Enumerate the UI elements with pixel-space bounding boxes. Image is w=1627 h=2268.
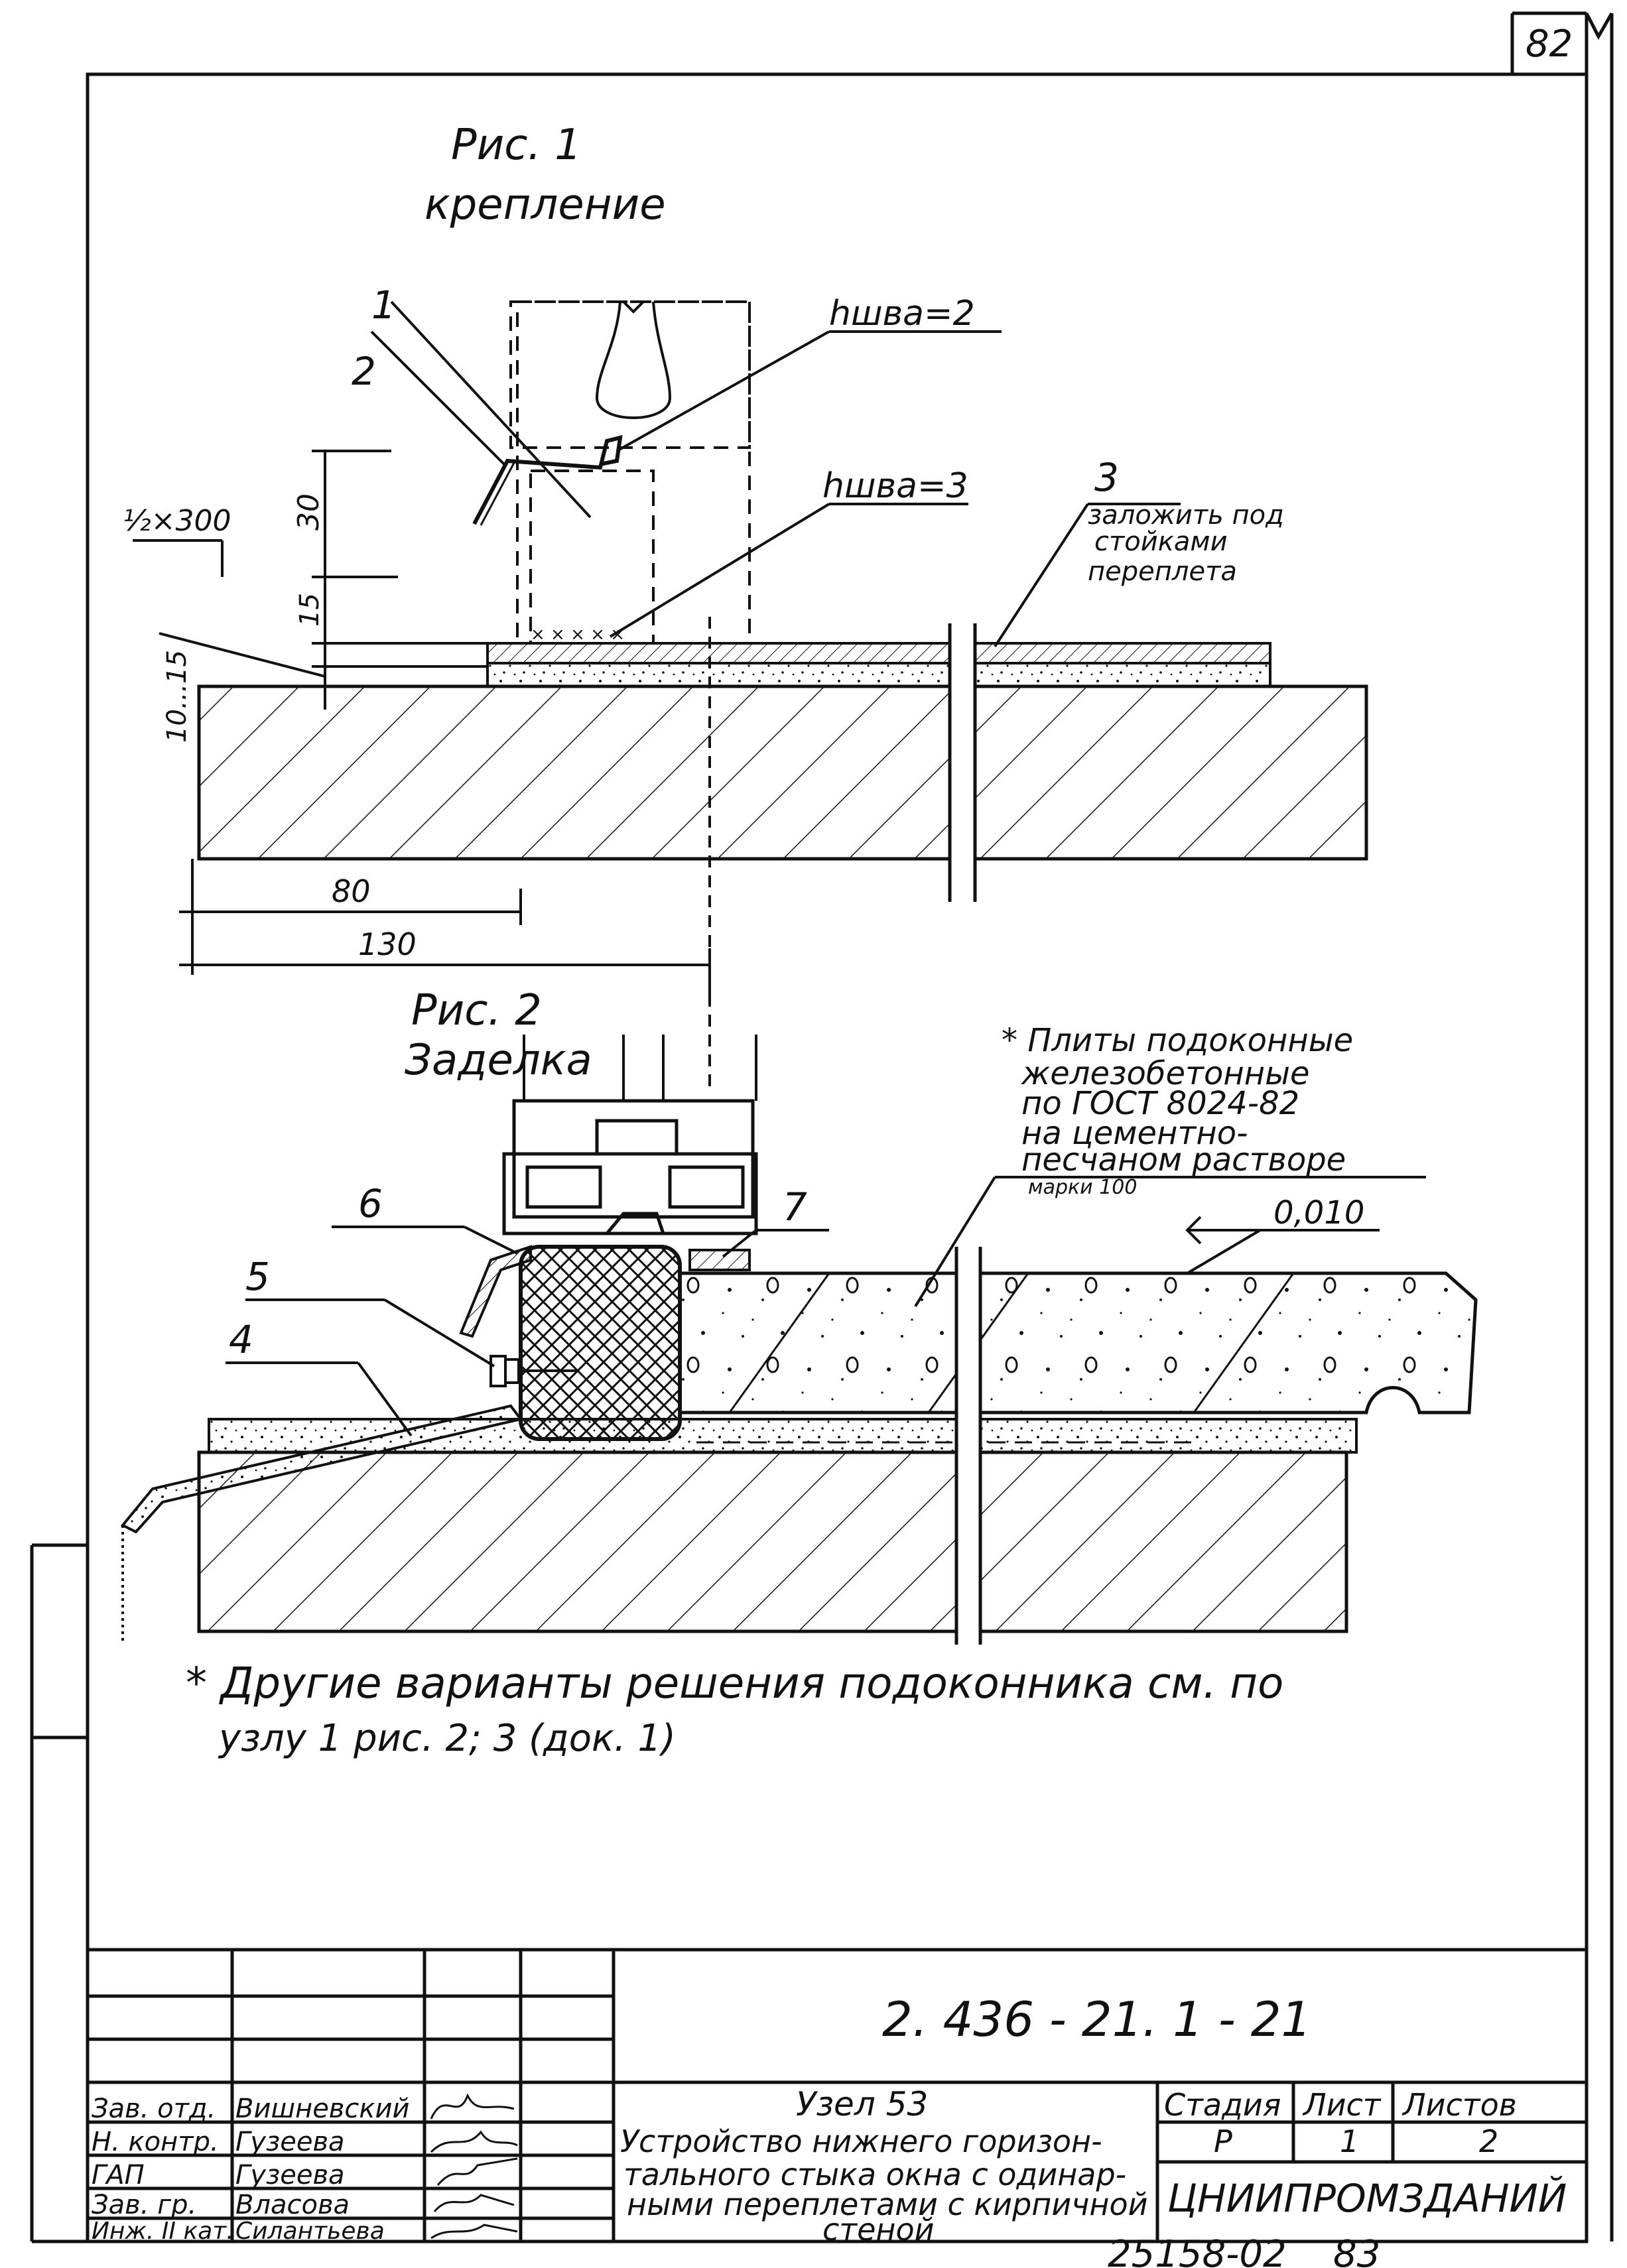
fig2-note-line5: песчаном растворе: [1021, 1141, 1346, 1178]
sill-plate: [486, 642, 1271, 664]
stage-value: Р: [1214, 2123, 1232, 2159]
fig1-dim-300: ½×300: [123, 504, 231, 538]
fig1-note3-line3: переплета: [1088, 556, 1237, 587]
role-1: Зав. отд.: [92, 2094, 216, 2124]
desc-line4: стеной: [822, 2212, 935, 2247]
fig2-subtitle: Заделка: [405, 1036, 592, 1085]
role-3: ГАП: [92, 2160, 145, 2190]
mortar-bed: [486, 662, 1271, 688]
page-number-top: 82: [1526, 23, 1573, 66]
fig2-note-line2: железобетонные: [1021, 1055, 1310, 1092]
name-5: Силантьева: [235, 2218, 385, 2245]
sheets-header: Листов: [1401, 2087, 1517, 2123]
fig1-dim-15: 15: [294, 593, 325, 627]
signatures: [430, 2093, 518, 2239]
page-number-bottom: 25158-02: [1108, 2233, 1287, 2268]
fig1-dim-30: 30: [292, 493, 326, 531]
sheet-value: 1: [1340, 2123, 1359, 2159]
fig1-title: Рис. 1: [451, 121, 582, 170]
name-1: Вишневский: [235, 2094, 410, 2124]
fig2-title: Рис. 2: [411, 986, 542, 1035]
title-block-text: 2. 436 - 21. 1 - 21 Узел 53 Устройство н…: [92, 1991, 1567, 2247]
brick-wall: [197, 684, 1368, 861]
fig1-dim-80: 80: [332, 873, 371, 909]
fig2-note-line3: по ГОСТ 8024-82: [1021, 1085, 1299, 1122]
fig2-label-7: 7: [783, 1184, 807, 1229]
desc-line2: тального стыка окна с одинар-: [623, 2157, 1126, 2192]
concrete-sill: [678, 1271, 1478, 1415]
fig2-label-4: 4: [229, 1317, 253, 1362]
footnote-line1: * Другие варианты решения подоконника см…: [186, 1659, 1283, 1708]
role-5: Инж. II кат.: [92, 2218, 234, 2245]
org-name: ЦНИИПРОМЗДАНИЙ: [1167, 2175, 1567, 2221]
sheets-value: 2: [1479, 2123, 1498, 2159]
sealant-block: [519, 1245, 682, 1441]
svg-text:× × × × ×: × × × × ×: [531, 625, 625, 645]
fig1-note3-line2: стойками: [1094, 527, 1228, 557]
sheet-header: Лист: [1302, 2087, 1382, 2123]
role-4: Зав. гр.: [92, 2190, 196, 2220]
fig2-slope: 0,010: [1273, 1194, 1364, 1231]
name-2: Гузеева: [235, 2127, 345, 2157]
fig1-label-hwba2: hшва=2: [829, 294, 975, 334]
role-2: Н. контр.: [92, 2127, 219, 2157]
stage-header: Стадия: [1164, 2087, 1281, 2123]
doc-code: 2. 436 - 21. 1 - 21: [882, 1991, 1311, 2047]
fig1-subtitle: крепление: [424, 180, 666, 229]
fig2-note-line6: марки 100: [1028, 1176, 1137, 1199]
fig1-label-hwba3: hшва=3: [822, 466, 968, 506]
fig1-dim-130: 130: [358, 926, 417, 962]
fig1-label-1: 1: [371, 283, 396, 328]
flashing-2: [472, 435, 623, 525]
fig2-label-6: 6: [358, 1181, 383, 1226]
fig1-label-3: 3: [1094, 455, 1119, 500]
page-number-bottom-2: 83: [1333, 2233, 1380, 2268]
brick-wall-lower: [197, 1450, 1348, 1633]
desc-line1: Устройство нижнего горизон-: [620, 2123, 1102, 2159]
fig1-drawing: Рис. 1 крепление × × × × ×: [123, 121, 1368, 1088]
name-3: Гузеева: [235, 2160, 345, 2190]
node-title: Узел 53: [796, 2085, 928, 2123]
drip-sill-4: [120, 1404, 523, 1534]
fig2-drawing: Рис. 2 Заделка: [120, 986, 1478, 1645]
desc-line3: ными переплетами с кирпичной: [627, 2186, 1148, 2222]
fig2-note-line1: * Плиты подоконные: [1002, 1022, 1353, 1059]
fig2-label-5: 5: [245, 1254, 270, 1299]
fig1-label-2: 2: [352, 349, 376, 394]
sheet-frame: [30, 11, 1614, 2243]
name-4: Власова: [235, 2190, 350, 2220]
fig1-dim-10-15: 10...15: [162, 650, 192, 743]
title-block: [88, 1948, 1587, 2241]
fig1-note3-line1: заложить под: [1088, 500, 1284, 531]
footnote-line2: узлу 1 рис. 2; 3 (док. 1): [218, 1717, 676, 1760]
fig2-note-line4: на цементно-: [1021, 1115, 1248, 1152]
